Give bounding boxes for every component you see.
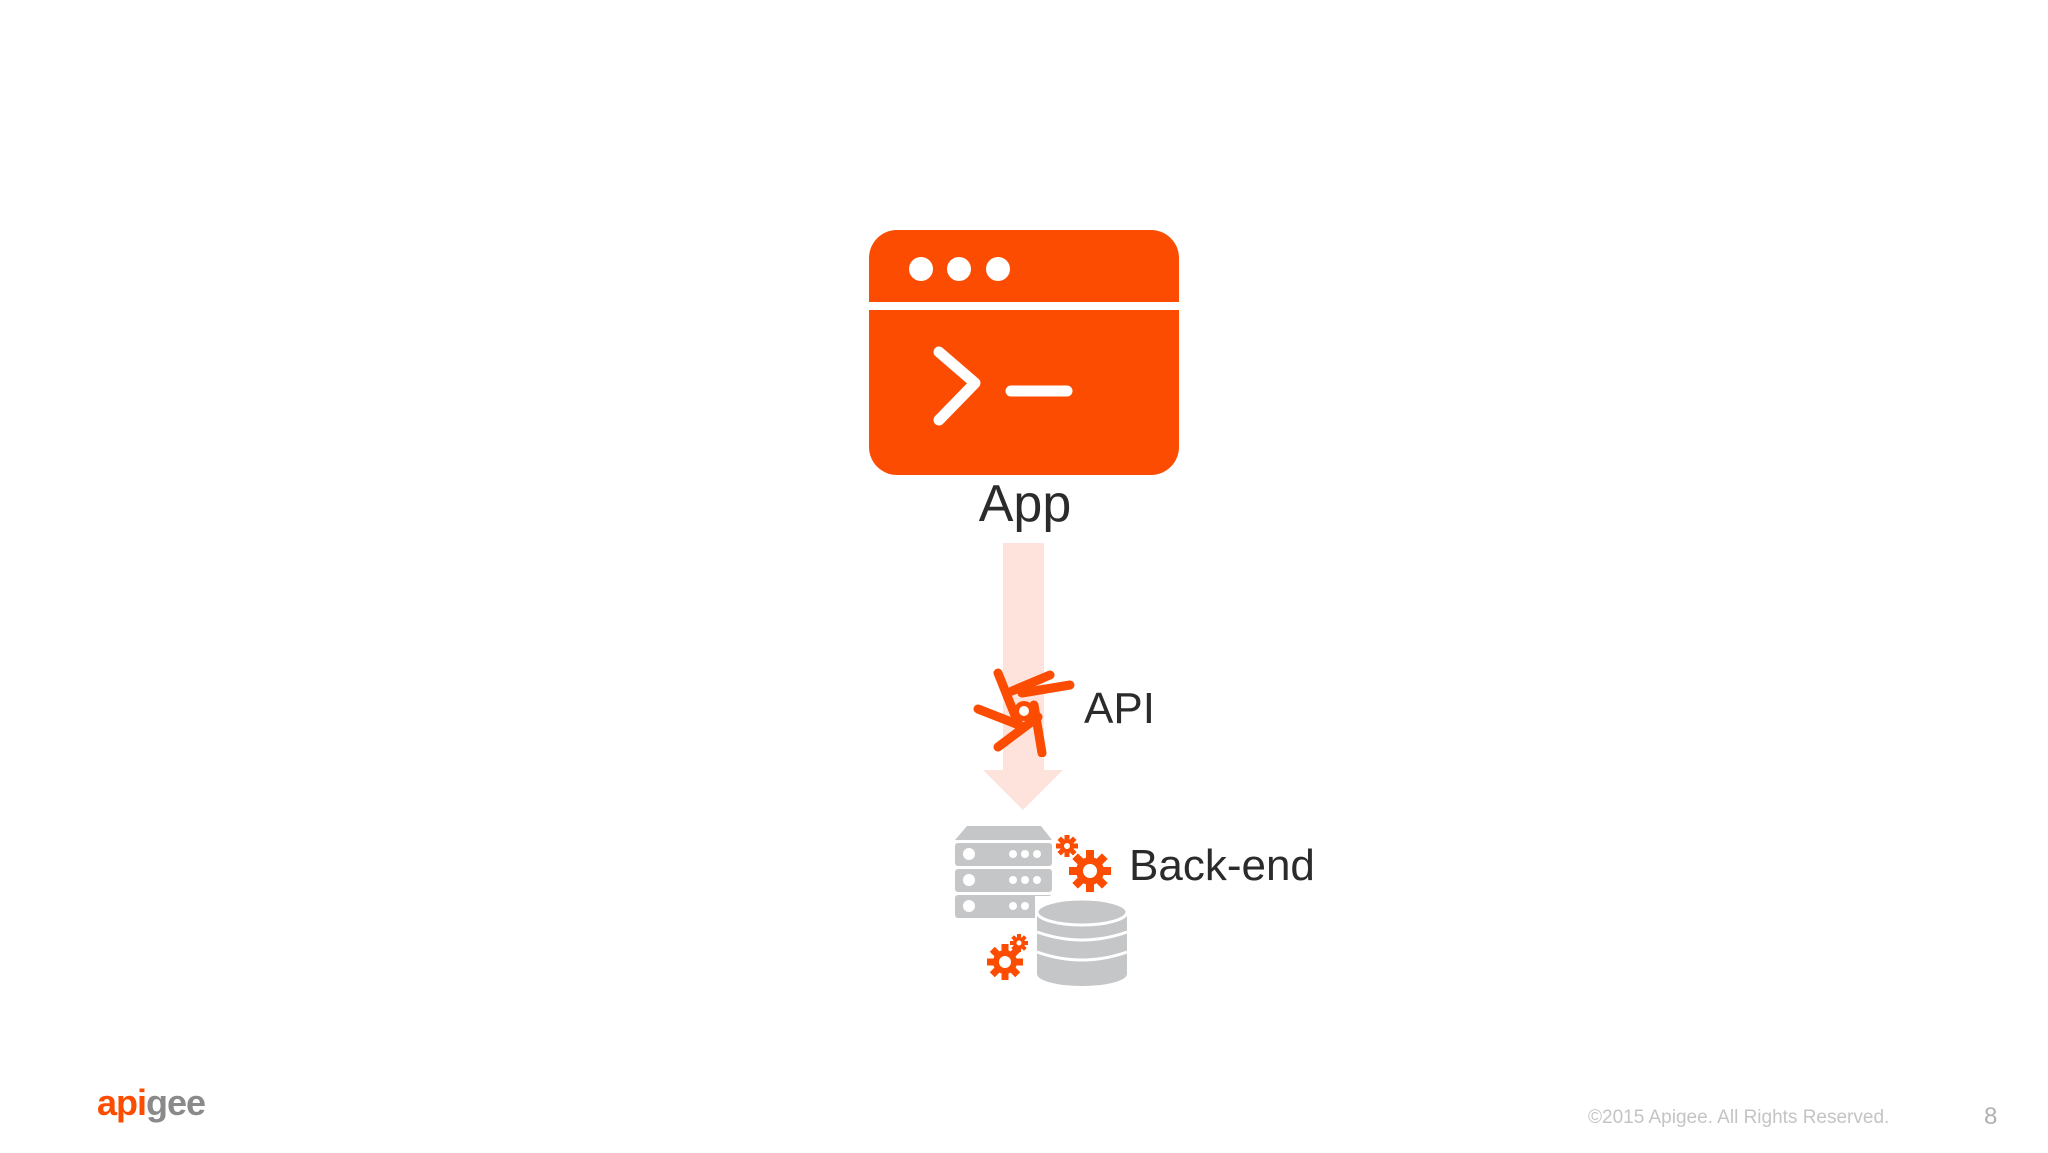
page-number: 8 bbox=[1984, 1103, 1998, 1130]
server-icon bbox=[955, 826, 1052, 918]
api-label: API bbox=[1084, 684, 1155, 733]
backend-label: Back-end bbox=[1129, 841, 1315, 890]
database-icon bbox=[1035, 896, 1129, 986]
flow-arrow-head bbox=[983, 770, 1063, 810]
terminal-window-icon bbox=[869, 230, 1179, 475]
logo-text-api: api bbox=[97, 1082, 147, 1123]
copyright-notice: ©2015 Apigee. All Rights Reserved. bbox=[1588, 1107, 1890, 1128]
gear-icon bbox=[987, 835, 1111, 980]
app-label: App bbox=[978, 475, 1072, 533]
apigee-logo: apigee bbox=[97, 1082, 206, 1123]
logo-text-gee: gee bbox=[146, 1082, 206, 1123]
server-database-icon bbox=[955, 826, 1129, 986]
shutter-icon bbox=[973, 668, 1075, 757]
